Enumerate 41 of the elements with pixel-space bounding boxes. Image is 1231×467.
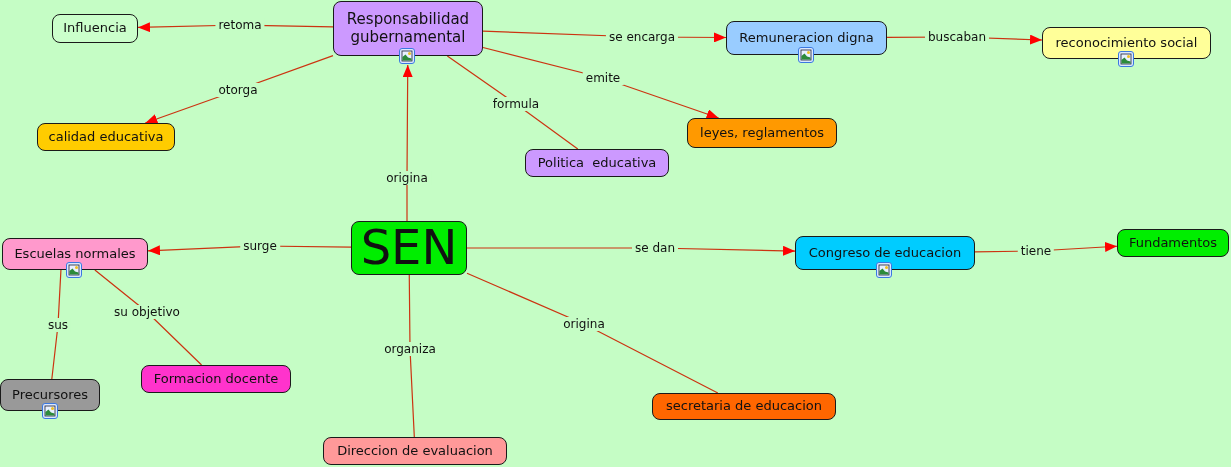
concept-text: Fundamentos <box>1128 235 1218 251</box>
arrow <box>402 64 413 222</box>
concept-box <box>2 238 148 270</box>
edge-label: tiene <box>1017 244 1055 258</box>
concept-box <box>351 221 467 275</box>
edge-label: otorga <box>215 83 261 97</box>
concept-box <box>726 21 887 55</box>
concept-box <box>687 118 837 148</box>
concept-box <box>652 393 836 420</box>
concept-text: Formacion docente <box>153 371 279 387</box>
edge-label: buscaban <box>925 30 989 44</box>
concept-text: Congreso de educacion <box>808 245 962 261</box>
edge-label: su objetivo <box>111 305 183 319</box>
concept-text: Precursores <box>12 387 88 403</box>
concept-text: Politica educativa <box>537 155 657 171</box>
concept-text: reconocimiento social <box>1055 35 1198 51</box>
concept-text: Responsabilidad gubernamental <box>345 11 471 46</box>
edge-label: retoma <box>215 18 265 32</box>
concept-box <box>525 149 669 177</box>
concept-text: leyes, reglamentos <box>700 125 824 141</box>
concept-text: Escuelas normales <box>14 246 136 262</box>
concept-box <box>37 123 175 151</box>
concept-text: secretaria de educacion <box>665 399 822 414</box>
concept-box <box>141 365 291 393</box>
concept-text: calidad educativa <box>48 129 164 145</box>
concept-box <box>1117 229 1229 257</box>
edge-label: emite <box>582 71 624 85</box>
connector-line <box>466 272 719 394</box>
connector-line <box>408 274 415 438</box>
concept-box <box>323 437 507 465</box>
concept-text: Influencia <box>63 21 127 36</box>
concept-box <box>0 379 100 411</box>
connector-line <box>94 269 203 366</box>
concept-text: SEN <box>360 220 458 276</box>
concept-box <box>1042 27 1211 59</box>
concept-text: Remuneracion digna <box>739 30 874 46</box>
concept-box <box>333 1 483 56</box>
edge-label: se dan <box>632 241 678 255</box>
concept-box <box>795 236 975 270</box>
concept-box <box>52 14 138 43</box>
concept-text: Direccion de evaluacion <box>337 443 493 459</box>
